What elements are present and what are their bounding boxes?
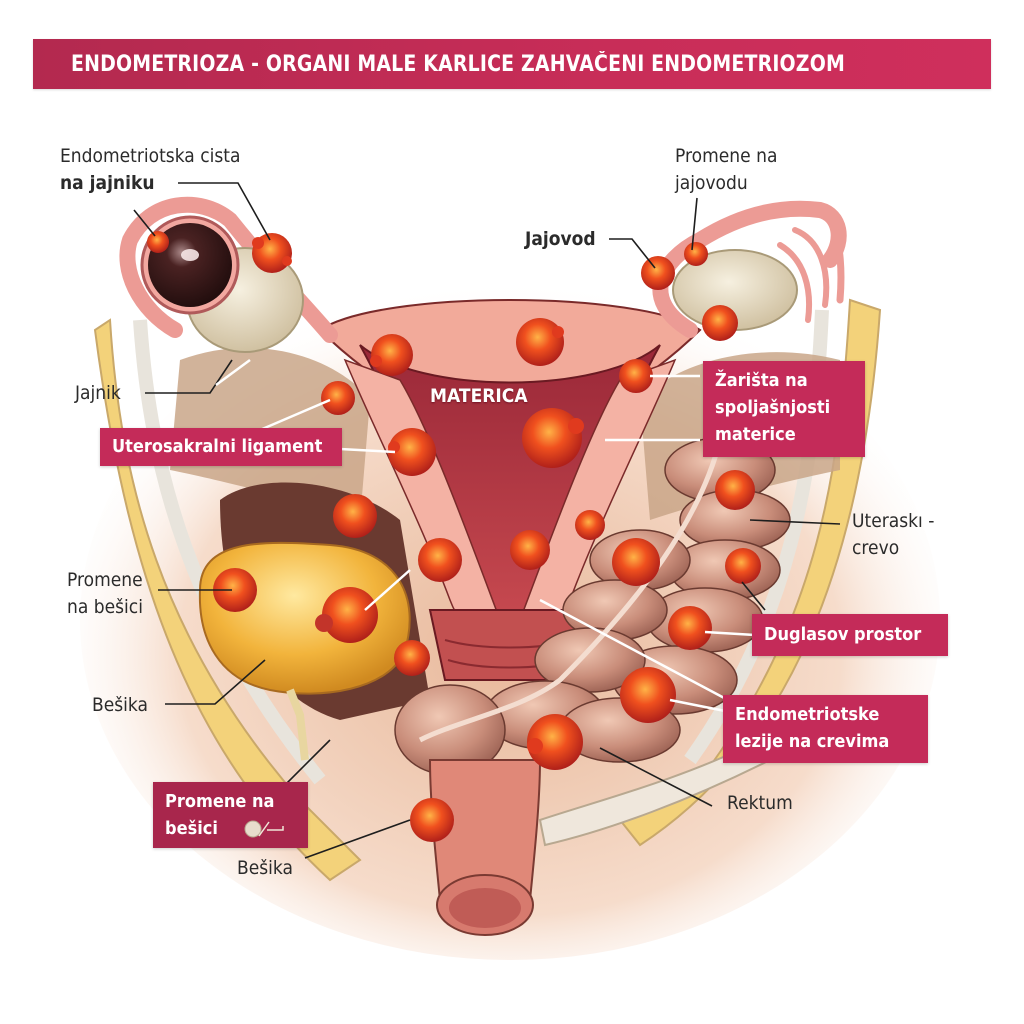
label-bladder-changes-line1: Promene <box>67 569 143 591</box>
uterus-label: MATERICA <box>430 385 528 407</box>
bladder <box>198 541 411 695</box>
lesion <box>620 667 676 723</box>
callout-bladder-changes-line1: Promene na <box>165 791 275 812</box>
lesion <box>418 538 462 582</box>
label-rectum: Rektum <box>727 792 793 814</box>
urethra <box>286 688 309 761</box>
label-bladder-changes-line2: na bešici <box>67 596 143 618</box>
lesion <box>410 798 454 842</box>
diagram-title: ENDOMETRIOZA - ORGANI MALE KARLICE ZAHVA… <box>71 51 845 77</box>
callout-bowel-lesions: Endometriotske lezije na crevima <box>723 695 928 763</box>
bladder-sketch-icon <box>244 820 284 838</box>
label-tube-changes-line1: Promene na <box>675 145 778 167</box>
lesion <box>510 530 550 570</box>
lesion <box>575 510 605 540</box>
callout-douglas-text: Duglasov prostor <box>764 624 922 645</box>
lesion <box>315 587 378 643</box>
lesion <box>321 381 355 415</box>
callout-external-foci-line1: Žarišta na <box>715 370 808 391</box>
lesion <box>516 318 564 366</box>
lesion <box>333 494 377 538</box>
title-bar: ENDOMETRIOZA - ORGANI MALE KARLICE ZAHVA… <box>33 39 991 89</box>
callout-bowel-lesions-line1: Endometriotske <box>735 704 880 725</box>
label-ureter-bowel-line2: crevo <box>852 537 900 559</box>
lesion <box>668 606 712 650</box>
lesion <box>725 548 761 584</box>
lesion <box>147 231 169 253</box>
callout-external-foci-line2: spoljašnjosti <box>715 397 831 418</box>
lesion <box>394 640 430 676</box>
lesion <box>612 538 660 586</box>
lesion <box>522 408 584 468</box>
lesion <box>527 714 583 770</box>
callout-uterosacral-ligament: Uterosakralni ligament <box>100 428 342 466</box>
lesion <box>213 568 257 612</box>
lesion <box>619 359 653 393</box>
callout-bowel-lesions-line2: lezije na crevima <box>735 731 890 752</box>
callout-bladder-changes: Promene na bešici <box>153 782 308 848</box>
lesion <box>641 256 675 290</box>
label-ovary: Jajnik <box>75 382 121 404</box>
pelvic-wall-left <box>93 318 362 882</box>
lesion <box>715 470 755 510</box>
lesion <box>702 305 738 341</box>
lesion <box>370 334 413 376</box>
endometrioma-cyst <box>148 223 232 307</box>
peritoneum-left <box>133 319 326 785</box>
label-endometrioma-line2: na jajniku <box>60 172 155 194</box>
fimbriae <box>806 205 845 304</box>
callout-bladder-changes-line2: bešici <box>165 818 218 839</box>
lesion <box>388 428 436 476</box>
label-tube-changes-line2: jajovodu <box>675 172 748 194</box>
label-bladder-bottom: Bešika <box>237 857 293 879</box>
lesion <box>252 233 292 273</box>
leader-lines-white <box>215 358 756 714</box>
callout-uterosacral-text: Uterosakralni ligament <box>112 436 323 457</box>
callout-douglas-pouch: Duglasov prostor <box>752 614 948 656</box>
label-ureter-bowel-line1: Uteraskı - <box>852 510 935 532</box>
label-fallopian-tube: Jajovod <box>525 228 596 250</box>
leader-lines <box>133 182 841 859</box>
label-endometrioma-line1: Endometriotska cista <box>60 145 241 167</box>
endometriotic-lesions <box>147 231 761 842</box>
callout-external-foci-line3: materice <box>715 424 796 445</box>
lesion <box>684 242 708 266</box>
label-bladder: Bešika <box>92 694 148 716</box>
callout-external-foci: Žarišta na spoljašnjosti materice <box>703 361 865 457</box>
